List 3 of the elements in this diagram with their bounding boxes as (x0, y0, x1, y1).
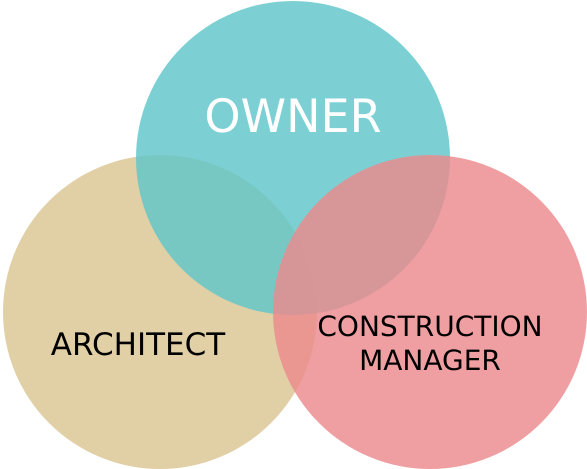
circle-label: CONSTRUCTION MANAGER (316, 310, 544, 378)
circle-label: ARCHITECT (50, 327, 226, 364)
circle-label: OWNER (203, 89, 383, 144)
